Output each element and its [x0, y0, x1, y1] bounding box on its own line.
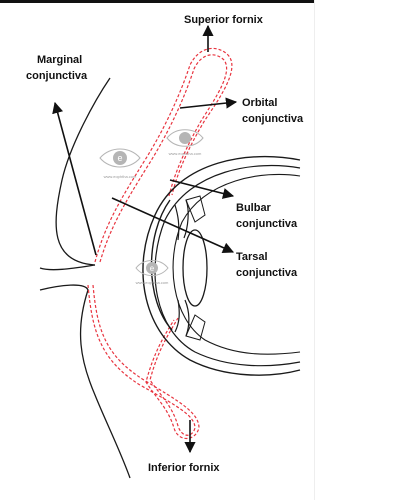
- label-inferior-fornix: Inferior fornix: [148, 462, 220, 474]
- watermark-url-2: www.eophtha.com: [169, 151, 202, 156]
- iris-lower: [174, 299, 190, 337]
- label-tarsal-line2: conjunctiva: [236, 267, 298, 279]
- label-marginal-line1: Marginal: [37, 54, 82, 66]
- ciliary-body-upper: [185, 195, 206, 223]
- arrow-marginal: [52, 101, 97, 256]
- watermark-1: e www.eophtha.com: [99, 148, 141, 179]
- watermark-glyph-3: e: [150, 264, 155, 273]
- lower-conjunctiva: [87, 284, 196, 436]
- choroid-layer: [172, 173, 301, 355]
- label-bulbar-line1: Bulbar: [236, 202, 272, 214]
- upper-conjunctiva-inner: [99, 54, 228, 263]
- right-margin-panel: [314, 0, 411, 500]
- ciliary-body-lower: [185, 314, 206, 341]
- lower-conjunctiva-inner: [92, 284, 200, 440]
- lower-eyelid-outline: [39, 284, 131, 479]
- sclera-inner: [154, 165, 301, 367]
- upper-conjunctiva: [94, 47, 233, 263]
- label-superior-fornix: Superior fornix: [184, 14, 264, 26]
- watermark-glyph-1: e: [117, 153, 122, 163]
- sclera-outer: [142, 155, 301, 376]
- watermark-url-3: www.eophtha.com: [136, 280, 169, 285]
- arrow-orbital: [179, 97, 238, 109]
- watermark-2: www.eophtha.com: [166, 129, 204, 156]
- arrow-tarsal: [111, 197, 235, 254]
- watermark-url-1: www.eophtha.com: [104, 174, 137, 179]
- upper-lid-margin: [39, 264, 96, 271]
- watermark-3: e www.eophtha.com: [135, 260, 169, 285]
- lens: [182, 229, 208, 307]
- upper-eyelid-outline: [55, 77, 111, 266]
- top-border: [0, 0, 411, 3]
- label-marginal-line2: conjunctiva: [26, 70, 88, 82]
- label-orbital-line1: Orbital: [242, 97, 277, 109]
- iris-upper: [174, 199, 189, 241]
- label-bulbar-line2: conjunctiva: [236, 218, 298, 230]
- label-tarsal-line1: Tarsal: [236, 251, 268, 263]
- label-orbital-line2: conjunctiva: [242, 113, 304, 125]
- arrow-bulbar: [169, 179, 235, 199]
